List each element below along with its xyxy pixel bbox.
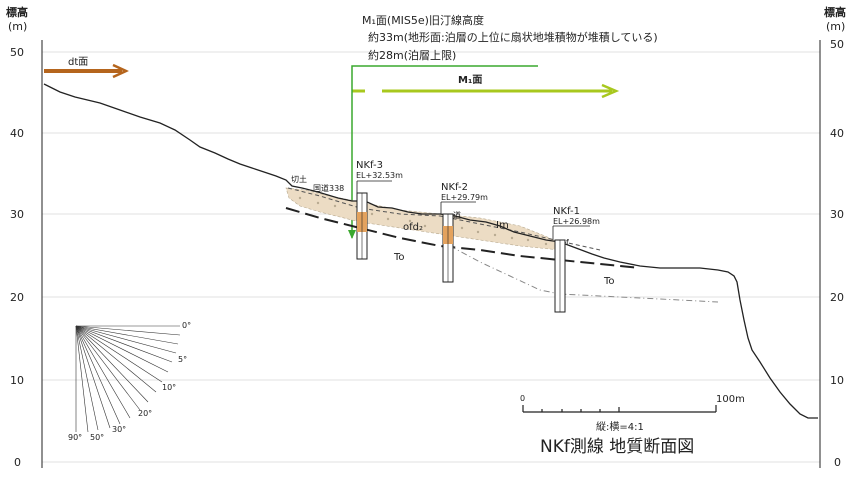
ofd2-label: ofd₂	[403, 222, 423, 233]
route-338-label: 国道338	[313, 183, 344, 193]
f-label: f	[566, 238, 569, 247]
borehole-nkf1-name: NKf-1	[553, 206, 580, 217]
y-axis-unit-left: (m)	[8, 20, 27, 33]
dt-surface-label: dt面	[68, 57, 88, 68]
annotation-line-2: 約33m(地形面:泊層の上位に扇状地堆積物が堆積している)	[368, 30, 658, 44]
dip-label-50: 50°	[90, 433, 104, 442]
borehole-nkf2-name: NKf-2	[441, 182, 468, 193]
y-tick-right-10: 10	[830, 374, 844, 387]
scale-end: 100m	[716, 394, 745, 405]
borehole-nkf3	[356, 180, 392, 260]
dip-label-10: 10°	[162, 383, 176, 392]
annotation-line-3: 約28m(泊層上限)	[368, 48, 456, 62]
y-axis-unit-right: (m)	[826, 20, 845, 33]
m1-surface-label: M₁面	[458, 74, 482, 86]
figure-title: NKf測線 地質断面図	[540, 437, 694, 457]
y-tick-right-20: 20	[830, 291, 844, 304]
road-label-2: 道	[453, 210, 461, 220]
y-tick-right-0: 0	[834, 456, 841, 469]
y-tick-right-50: 50	[830, 38, 844, 51]
grid	[42, 51, 820, 463]
dash-dot-contact-line	[449, 245, 719, 303]
scale-bar	[522, 405, 717, 413]
borehole-nkf1-elev: EL+26.98m	[553, 217, 600, 226]
annotation-line-1: M₁面(MIS5e)旧汀線高度	[362, 13, 484, 27]
borehole-nkf3-name: NKf-3	[356, 160, 383, 171]
y-tick-right-30: 30	[830, 208, 844, 221]
y-tick-10: 10	[10, 374, 24, 387]
dip-label-30: 30°	[112, 425, 126, 434]
annotation-leader	[348, 65, 538, 239]
im-label: Im	[496, 220, 509, 231]
ground-surface-profile	[43, 83, 818, 419]
dip-label-20: 20°	[138, 409, 152, 418]
dip-angle-scale	[75, 325, 181, 433]
y-tick-40: 40	[10, 127, 24, 140]
to-label-left: To	[393, 252, 405, 263]
y-tick-50: 50	[10, 46, 24, 59]
scale-start: 0	[520, 394, 525, 403]
y-axis-label-left: 標高	[6, 5, 28, 19]
ofd2-texture	[298, 196, 548, 246]
to-label-right: To	[603, 276, 615, 287]
borehole-nkf1	[552, 225, 590, 313]
dip-label-5: 5°	[178, 355, 187, 364]
borehole-nkf3-elev: EL+32.53m	[356, 171, 403, 180]
borehole-nkf2	[440, 201, 476, 283]
im-layer-boundary	[287, 187, 601, 251]
dt-surface-arrow	[44, 63, 129, 79]
y-tick-30: 30	[10, 208, 24, 221]
dip-label-90: 90°	[68, 433, 82, 442]
y-tick-0: 0	[14, 456, 21, 469]
y-tick-20: 20	[10, 291, 24, 304]
m1-surface-arrow	[352, 83, 620, 99]
borehole-nkf2-elev: EL+29.79m	[441, 193, 488, 202]
y-axis-label-right: 標高	[824, 5, 846, 19]
scale-ratio: 縦:横=4:1	[596, 420, 644, 433]
y-tick-right-40: 40	[830, 127, 844, 140]
cut-fill-label: 切土	[291, 174, 307, 184]
dip-label-0: 0°	[182, 321, 191, 330]
